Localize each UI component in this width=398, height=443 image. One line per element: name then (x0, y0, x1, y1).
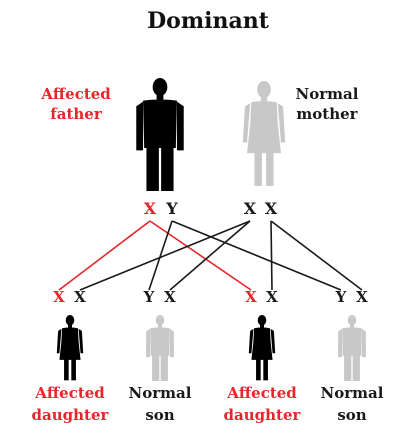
child-3-chromosome-first: X (245, 288, 257, 306)
child-4-label-line: Normal (321, 384, 384, 402)
inheritance-line-mother-X2-to-child-3-second (270, 220, 273, 291)
child-3-chromosome-second: X (266, 288, 278, 306)
child-4-chromosome-first: Y (335, 288, 347, 306)
inheritance-line-father-X-to-child-1-first (58, 220, 151, 291)
child-2-chromosome-second: X (164, 288, 176, 306)
diagram-title: Dominant (147, 8, 270, 34)
child-1-label-line: Affected (34, 384, 105, 402)
father-chromosome-y: Y (165, 199, 178, 218)
child-1-chromosome-first: X (53, 288, 65, 306)
father-chromosome-x: X (144, 199, 157, 218)
child-1-label-line: daughter (32, 406, 110, 424)
inheritance-line-father-Y-to-child-2-first (148, 220, 173, 291)
child-4-chromosome-second: X (356, 288, 368, 306)
child-2-figure (146, 315, 174, 381)
mother-label-line: Normal (296, 85, 359, 103)
mother-chromosome-x: X (265, 199, 278, 218)
father-figure (136, 78, 184, 191)
child-4-figure (338, 315, 366, 381)
inheritance-line-mother-X1-to-child-2-second (169, 220, 251, 291)
inheritance-line-father-X-to-child-3-first (149, 220, 252, 291)
child-1-figure (56, 315, 84, 381)
child-1-chromosome-second: X (74, 288, 86, 306)
father-label-line: father (50, 105, 103, 123)
child-2-label-line: son (145, 406, 174, 424)
inheritance-line-father-Y-to-child-4-first (171, 220, 342, 291)
child-2-chromosome-first: Y (143, 288, 155, 306)
mother-label-line: mother (296, 105, 358, 123)
child-3-label-line: daughter (224, 406, 302, 424)
child-4-label-line: son (337, 406, 366, 424)
mother-figure (242, 81, 286, 186)
child-3-label-line: Affected (226, 384, 297, 402)
figures (56, 78, 366, 381)
inheritance-line-mother-X1-to-child-1-second (79, 220, 251, 291)
inheritance-line-mother-X2-to-child-4-second (270, 220, 363, 291)
child-2-label-line: Normal (129, 384, 192, 402)
inheritance-lines (58, 220, 363, 291)
child-3-figure (248, 315, 276, 381)
mother-chromosome-x: X (244, 199, 257, 218)
father-label-line: Affected (40, 85, 111, 103)
